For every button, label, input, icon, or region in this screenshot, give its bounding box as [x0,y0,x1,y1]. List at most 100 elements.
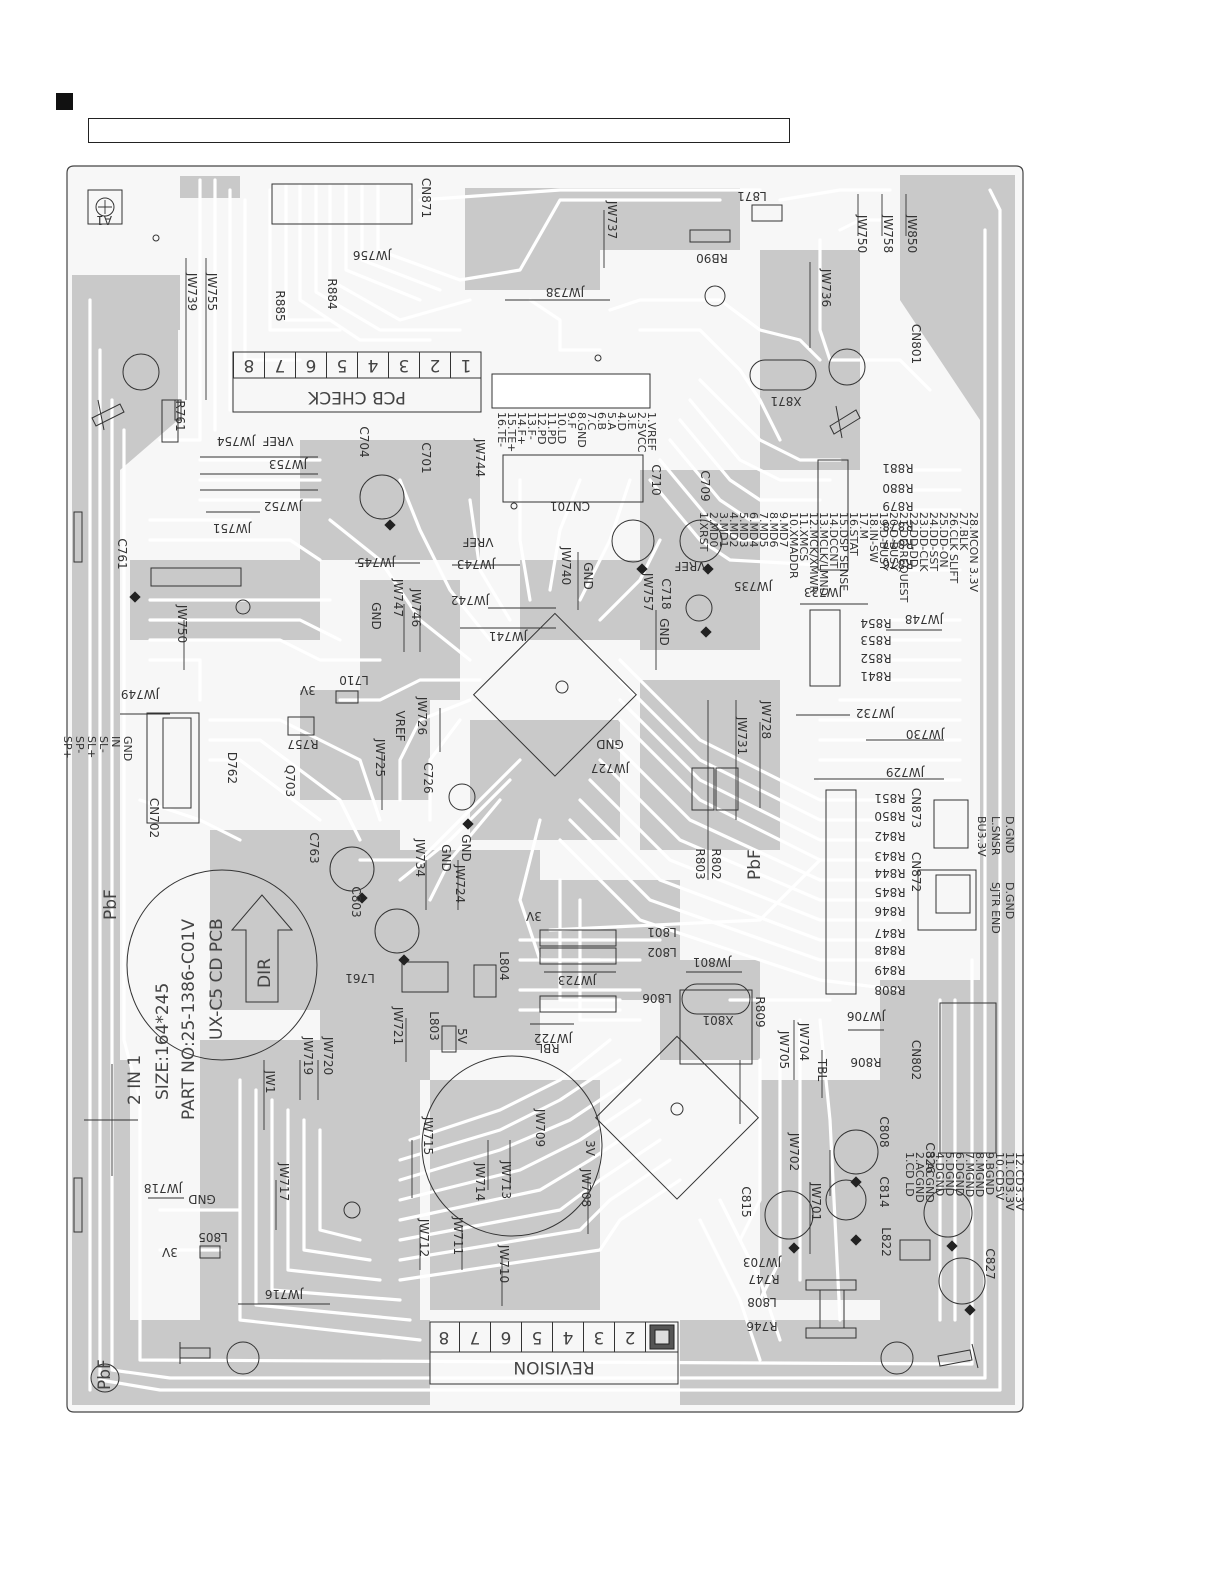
label-jw744: JW744 [473,438,487,477]
part-line-2: PART NO:25-1386-C01V [179,919,199,1120]
label-cn802: CN802 [909,1040,923,1080]
label-vref1: VREF [262,434,293,448]
label-jw738: JW738 [546,285,585,299]
label-gnd7: GND [188,1192,216,1206]
label-jw720: JW720 [321,1036,335,1075]
copper-pours [72,175,1015,1405]
label-jw702: JW702 [787,1132,801,1171]
pcb-check-cell: 6 [306,355,317,375]
pin-legend-cn802: 1.CD LD [903,1152,916,1197]
pin-legend-cn801: 26.CLK SLIFT [947,512,960,584]
pin-legend-cn801: 27.BLK [957,512,970,551]
pin-legend-cn801: 23.DD-CLK [917,512,930,572]
label-c763: C763 [307,832,321,863]
label-jw718: JW718 [144,1181,183,1195]
label-r876: R876 [882,557,913,571]
pin-legend-cn802: 10.CD5V [993,1152,1006,1201]
pin-legend-cn701: 7.C [585,412,598,430]
label-jw751: JW751 [213,521,252,535]
label-jw750b: JW750 [175,604,189,643]
label-c718: C718 [659,578,673,609]
label-c803: C803 [349,886,363,917]
label-jw739: JW739 [185,272,199,311]
label-r880: R880 [882,481,913,495]
pin-legend-cn801: 14.DCCNT [827,512,840,569]
pin-legend-cn801: 5.MD3 [737,512,750,547]
label-c701: C701 [419,442,433,473]
label-jw723: JW723 [558,973,597,987]
label-v3d: 3V [161,1245,178,1259]
pin-legend-cn801: 15.DSP SENSE [837,512,850,591]
label-d762: D762 [225,752,239,784]
label-v3c: 3V [583,1140,597,1157]
pin-legend-cn702: SL+ [85,736,98,758]
label-jw709: JW709 [533,1108,547,1147]
label-tbl: TBL [815,1058,829,1082]
label-c826: C826 [923,1142,937,1173]
label-jw746: JW746 [409,588,423,627]
pin-legend-cn802: 4.DGND [933,1152,946,1196]
pcb-check-cell: 3 [399,355,410,375]
label-gnd6: GND [459,834,473,862]
label-jw717: JW717 [277,1162,291,1201]
label-jw743: JW743 [457,557,496,571]
label-vref3: VREF [674,559,705,573]
label-jw701: JW701 [809,1182,823,1221]
label-jw729: JW729 [886,765,925,779]
pin-legend-cn701: 1.VREF [645,412,658,451]
pbf-mark-bottom: PbF [95,1359,115,1390]
label-r847: R847 [874,926,905,940]
pin-legend-cn701: 3.E [625,412,638,429]
label-l710: L710 [339,673,369,687]
pin-legend-cn802: 7.MGND [963,1152,976,1197]
label-r848: R848 [874,943,905,957]
label-r878: R878 [882,519,913,533]
pbf-mark-left: PbF [101,889,121,920]
revision-cell: 2 [625,1327,636,1347]
label-c726: C726 [421,762,435,793]
label-jw710: JW710 [497,1244,511,1283]
label-l822: L822 [879,1227,893,1257]
label-jw704: JW704 [797,1022,811,1061]
label-r808: R808 [874,983,905,997]
pcb-check-cell: 1 [461,355,472,375]
pin-legend-cn873: D.GND [1003,816,1016,853]
pin-legend-cn801: 10.XMADDR [787,512,800,579]
pin-legend-cn701: 4.D [615,412,628,431]
label-l871: L871 [737,189,767,203]
label-jw726: JW726 [415,696,429,735]
pin-legend-cn801: 18.IN-SW [867,512,880,563]
label-r854: R854 [860,616,891,630]
label-v5: 5V [455,1028,469,1045]
pcb-check-cell: 7 [275,355,286,375]
pin-legend-cn702: GND [121,736,134,761]
trace-channels [88,178,1002,1392]
pin-legend-cn873: BU3.3V [975,816,988,857]
label-r746: R746 [746,1319,777,1333]
pin-legend-cn802: 8.MGND [973,1152,986,1197]
label-l806: L806 [642,991,672,1005]
revision-cell: 7 [470,1327,481,1347]
label-cn872: CN872 [909,852,923,892]
pin-legend-cn701: 8.GND [575,412,588,448]
pin-legend-cn802: 12.CD3.3V [1013,1152,1026,1211]
label-jw736: JW736 [819,268,833,307]
pin-legend-cn702: SL- [97,736,110,753]
label-cn873: CN873 [909,788,923,828]
label-c761: C761 [115,538,129,569]
label-r845: R845 [874,885,905,899]
label-jw731: JW731 [735,716,749,755]
pin-legend-cn801: 28.MCON 3.3V [967,512,980,593]
label-q703: Q703 [283,765,297,797]
label-jw741: JW741 [489,629,528,643]
label-vref2: VREF [462,535,493,549]
pin-legend-cn801: 24.DD-SST [927,512,940,571]
pin-legend-cn801: 3.MD1 [717,512,730,547]
label-l803: L803 [427,1011,441,1041]
label-jw735: JW735 [734,579,773,593]
label-jw730: JW730 [906,727,945,741]
label-r881: R881 [882,461,913,475]
label-jw728: JW728 [759,700,773,739]
revision-cell: 5 [532,1327,543,1347]
pin-legend-cn801: 4.MD2 [727,512,740,547]
